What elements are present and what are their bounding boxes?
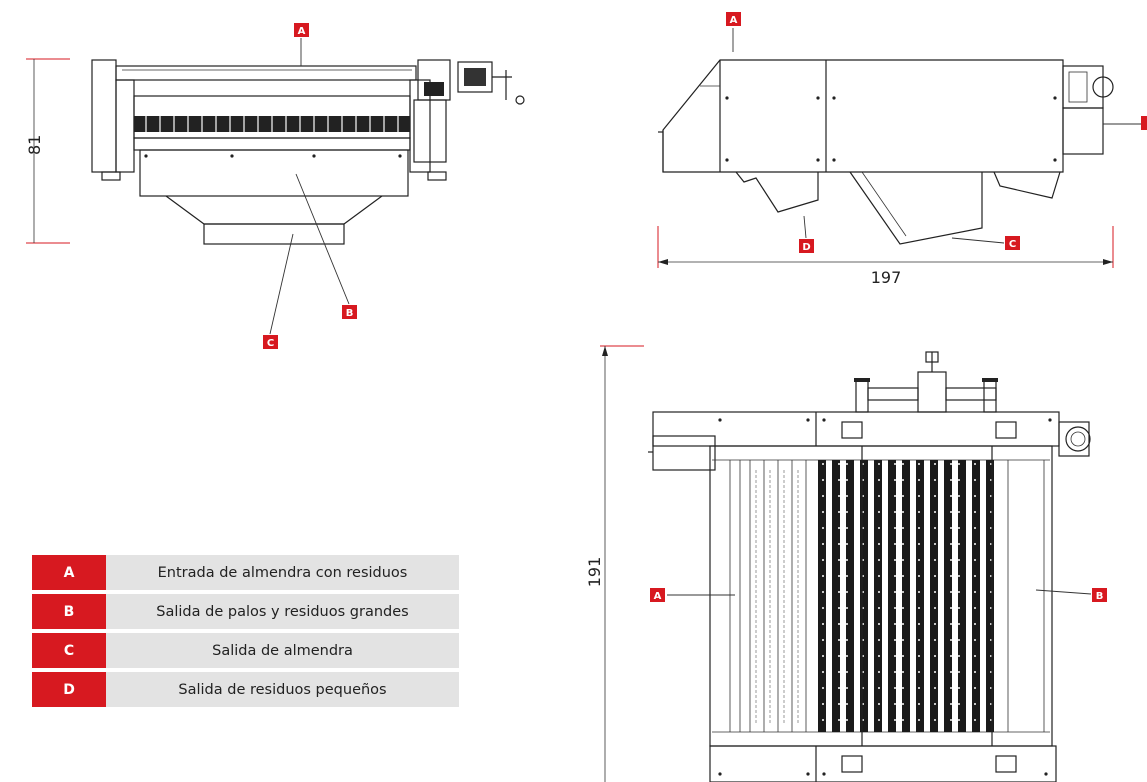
legend-row: A Entrada de almendra con residuos: [32, 555, 459, 590]
legend-key: C: [32, 633, 106, 668]
outlet-c-mouth: [203, 223, 345, 245]
svg-text:C: C: [1009, 239, 1016, 250]
legend-label: Salida de palos y residuos grandes: [106, 594, 459, 629]
svg-text:B: B: [1096, 591, 1104, 602]
top-valve: [917, 371, 947, 413]
legend-row: B Salida de palos y residuos grandes: [32, 594, 459, 629]
motor-block: [417, 59, 451, 101]
marker-a-front: [294, 23, 309, 37]
svg-text:A: A: [730, 15, 738, 26]
side-gearbox: [1062, 107, 1104, 155]
legend-label: Salida de residuos pequeños: [106, 672, 459, 707]
machine-top-rail: [115, 65, 417, 81]
dimension-width-label: 191: [585, 557, 604, 588]
top-inlet-block: [652, 435, 716, 471]
legend-table: A Entrada de almendra con residuos B Sal…: [32, 551, 459, 711]
marker-a-top: [650, 588, 665, 602]
machine-side-panel-left: [91, 59, 117, 173]
legend-key: D: [32, 672, 106, 707]
legend-row: C Salida de almendra: [32, 633, 459, 668]
marker-b-side: [1141, 116, 1147, 130]
top-frame-bar: [652, 411, 1060, 447]
rear-chute: [993, 171, 1061, 199]
outlet-b-box: [139, 149, 409, 197]
svg-text:A: A: [654, 591, 662, 602]
top-motor: [1058, 421, 1090, 457]
legend-label: Entrada de almendra con residuos: [106, 555, 459, 590]
machine-frame-right: [409, 79, 431, 173]
legend-row: D Salida de residuos pequeños: [32, 672, 459, 707]
machine-foot: [101, 171, 121, 181]
machine-lower-band: [133, 137, 411, 151]
svg-text:D: D: [802, 242, 810, 253]
bottom-frame-bar: [709, 745, 1057, 782]
machine-frame-left: [115, 79, 135, 173]
dimension-height-label: 81: [25, 135, 44, 155]
marker-b-top: [1092, 588, 1107, 602]
legend-label: Salida de almendra: [106, 633, 459, 668]
outlet-c-hopper: [165, 195, 383, 225]
top-view: 191: [585, 345, 1107, 782]
outlet-d-chute: [735, 171, 819, 213]
legend-key: B: [32, 594, 106, 629]
side-body: [662, 59, 1064, 173]
marker-b-front: [342, 305, 357, 319]
marker-a-side: [726, 12, 741, 26]
marker-d-side: [799, 239, 814, 253]
svg-text:A: A: [298, 26, 306, 37]
marker-c-front: [263, 335, 278, 349]
outlet-c-chute: [849, 171, 983, 245]
machine-foot: [427, 171, 447, 181]
svg-text:C: C: [267, 338, 274, 349]
dimension-length-label: 197: [871, 268, 902, 287]
marker-c-side: [1005, 236, 1020, 250]
legend-key: A: [32, 555, 106, 590]
svg-text:B: B: [346, 308, 354, 319]
side-view: 197 A D C: [657, 12, 1147, 287]
front-view: 81: [25, 23, 525, 349]
